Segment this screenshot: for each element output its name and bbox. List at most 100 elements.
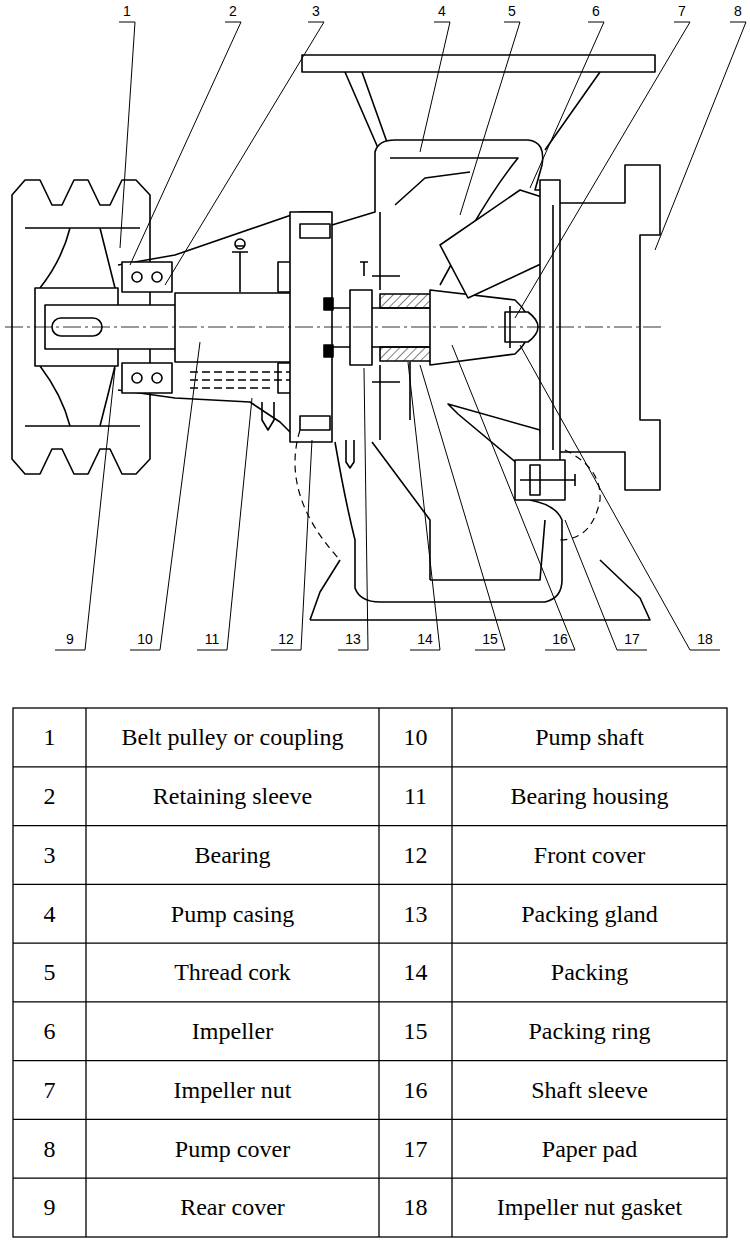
pump-section: [379, 212, 381, 440]
pump-section: [395, 172, 470, 205]
table-cell: Shaft sleeve: [531, 1077, 648, 1103]
callout-number: 2: [229, 4, 237, 19]
leader-lines: [165, 22, 324, 285]
callout-number: 18: [697, 632, 713, 647]
dashed-outline: [295, 430, 340, 560]
callout-number: 13: [345, 632, 361, 647]
leader-lines: [520, 345, 720, 650]
callout-number: 12: [278, 632, 294, 647]
callout-number: 5: [508, 4, 516, 19]
parts-table-grid: [13, 767, 727, 1178]
pump-section: [530, 465, 540, 495]
callout-number: 4: [438, 4, 446, 19]
leader-lines: [338, 368, 368, 650]
table-cell: Retaining sleeve: [153, 783, 312, 809]
table-cell: 18: [404, 1194, 428, 1220]
callout-number: 10: [137, 632, 153, 647]
table-cell: Paper pad: [542, 1136, 637, 1162]
leader-lines: [655, 22, 746, 250]
table-cell: 10: [404, 724, 428, 750]
leader-lines: [55, 368, 115, 650]
parts-table-grid: [13, 708, 727, 1237]
pump-section: [300, 416, 330, 430]
pump-section: [345, 72, 600, 150]
leader-lines: [530, 22, 604, 188]
table-cell: Pump cover: [175, 1136, 290, 1162]
pump-section: [310, 560, 650, 620]
leader-lines: [565, 520, 647, 650]
pump-section: [232, 246, 248, 292]
pump-section: [324, 345, 333, 357]
dashed-outline: [295, 430, 600, 560]
pump-section: [12, 55, 660, 620]
callout-number: 3: [312, 4, 320, 19]
leader-lines: [452, 345, 575, 650]
pump-section: [324, 298, 333, 310]
table-cell: 12: [404, 842, 428, 868]
pump-section: [152, 272, 162, 282]
table-cell: 4: [44, 901, 56, 927]
callout-number: 6: [592, 4, 600, 19]
pump-section: [302, 55, 655, 72]
table-cell: 1: [44, 724, 56, 750]
pump-section: [300, 224, 330, 238]
parts-table-grid: [86, 708, 452, 1237]
table-cell: 7: [44, 1077, 56, 1103]
pump-section: [262, 402, 274, 430]
leader-lines: [197, 398, 252, 650]
leader-lines: [130, 342, 200, 650]
callout-number: 9: [66, 632, 74, 647]
pump-section: [175, 293, 300, 362]
callout-number: 17: [624, 632, 640, 647]
table-cell: 5: [44, 959, 56, 985]
callout-number: 1: [123, 4, 131, 19]
leader-lines: [130, 22, 241, 265]
table-cell: Pump shaft: [535, 724, 644, 750]
pump-section: [190, 387, 270, 389]
callout-number: 11: [205, 632, 220, 647]
parts-table-grid: [13, 708, 727, 1237]
table-cell: 11: [404, 783, 427, 809]
leader-lines: [55, 22, 746, 650]
pump-section: [132, 373, 142, 383]
pump-section: [122, 262, 172, 292]
callout-number: 14: [417, 632, 433, 647]
table-cell: 6: [44, 1018, 56, 1044]
pump-section: [132, 272, 142, 282]
pump-section: [190, 371, 290, 373]
table-cell: Belt pulley or coupling: [122, 724, 344, 750]
callout-number: 15: [482, 632, 498, 647]
table-cell: Thread cork: [174, 959, 291, 985]
center-line: [5, 327, 665, 328]
table-cell: 16: [404, 1077, 428, 1103]
table-cell: Pump casing: [171, 901, 294, 927]
callout-number: 8: [734, 4, 742, 19]
pump-section: [552, 205, 554, 450]
leader-lines: [420, 22, 450, 152]
table-cell: 17: [404, 1136, 428, 1162]
pump-section: [235, 239, 245, 249]
pump-section: [190, 379, 290, 381]
pump-section: [122, 363, 172, 393]
table-cell: Packing: [551, 959, 628, 985]
leader-lines: [119, 22, 135, 248]
pump-section: [152, 373, 162, 383]
table-cell: Packing gland: [521, 901, 658, 927]
table-cell: 3: [44, 842, 56, 868]
table-cell: 14: [404, 959, 428, 985]
pump-section: [560, 165, 660, 490]
table-cell: 9: [44, 1194, 56, 1220]
table-cell: Impeller: [192, 1018, 273, 1044]
pump-section: [520, 474, 575, 486]
callout-number: 7: [678, 4, 686, 19]
table-cell: Rear cover: [180, 1194, 285, 1220]
leader-lines: [460, 22, 520, 215]
dashed-outline: [560, 450, 600, 540]
pump-section: [350, 290, 372, 365]
leader-lines: [408, 362, 440, 650]
table-cell: Bearing housing: [511, 783, 669, 809]
leader-lines: [515, 22, 690, 318]
table-cell: Front cover: [534, 842, 645, 868]
table-cell: 8: [44, 1136, 56, 1162]
